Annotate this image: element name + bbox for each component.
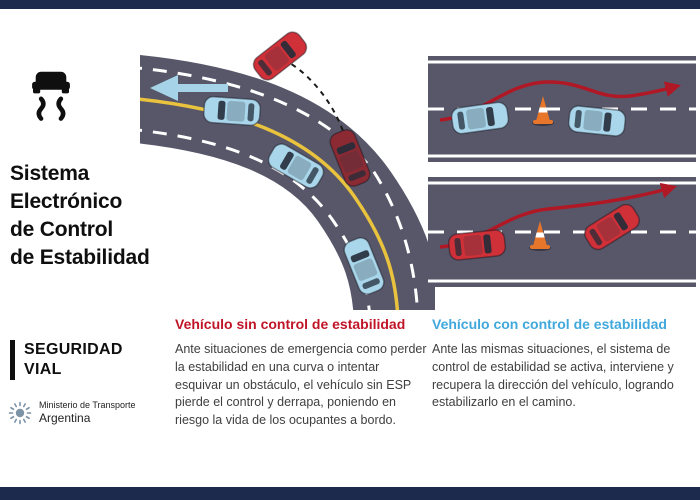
page-title-line: Electrónico: [10, 190, 123, 213]
curve-road-illustration: [140, 27, 435, 310]
without-esc-heading: Vehículo sin control de estabilidad: [175, 316, 406, 332]
with-esc-section: Vehículo con control de estabilidad Ante…: [432, 316, 684, 412]
page-title-line: de Estabilidad: [10, 246, 150, 269]
ministry-logo: Ministerio de Transporte Argentina: [8, 400, 136, 425]
traffic-cone-icon: [529, 221, 551, 251]
ministry-text: Ministerio de Transporte Argentina: [39, 400, 136, 425]
seguridad-line: SEGURIDAD: [24, 341, 123, 358]
car-red-icon: [447, 228, 507, 262]
skid-trajectory-line: [287, 61, 347, 141]
page-title-line: Sistema: [10, 162, 90, 185]
vial-line: VIAL: [24, 361, 62, 378]
without-esc-body: Ante situaciones de emergencia como perd…: [175, 342, 427, 427]
without-esc-section: Vehículo sin control de estabilidad Ante…: [175, 316, 427, 430]
seguridad-vial-wordmark: SEGURIDAD VIAL: [10, 340, 123, 380]
car-blue-icon: [567, 104, 627, 138]
car-blue-icon: [202, 95, 262, 127]
sun-icon: [8, 401, 32, 424]
ministry-country: Argentina: [39, 411, 91, 425]
bottom-border-bar: [0, 487, 700, 500]
ministry-name: Ministerio de Transporte: [39, 400, 136, 410]
esc-on-lane-illustration: [428, 56, 696, 162]
car-spun-off-icon: [249, 27, 311, 85]
page-title-line: de Control: [10, 218, 113, 241]
direction-left-arrow-icon: [150, 75, 228, 101]
esc-off-lane-illustration: [428, 177, 696, 287]
with-esc-body: Ante las mismas situaciones, el sistema …: [432, 342, 674, 410]
page-title: Sistema Electrónico de Control de Estabi…: [10, 160, 150, 272]
top-border-bar: [0, 0, 700, 9]
esp-skid-icon: [32, 71, 70, 121]
traffic-cone-icon: [532, 96, 554, 126]
with-esc-heading: Vehículo con control de estabilidad: [432, 316, 667, 332]
